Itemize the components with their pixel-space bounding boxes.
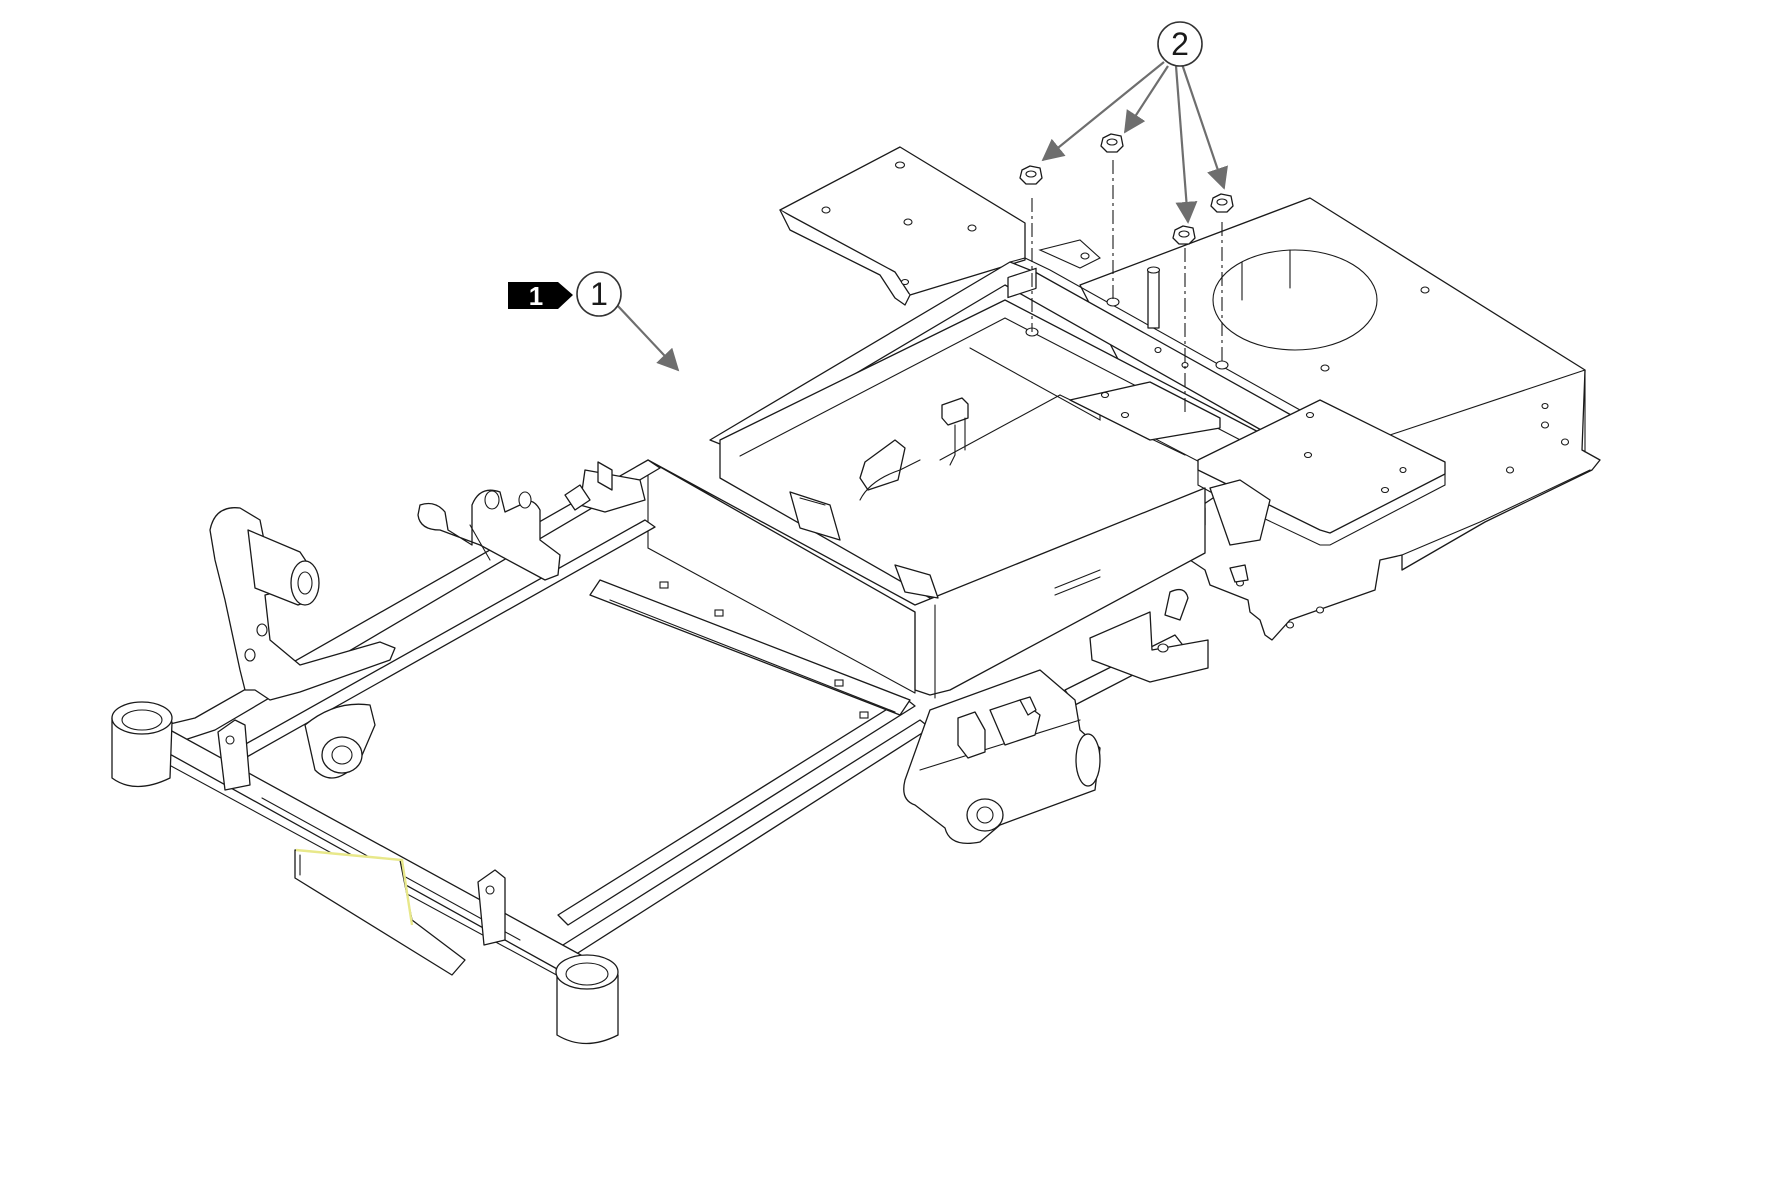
caster-post-left — [111, 701, 173, 788]
pump-opening — [1212, 249, 1378, 351]
pivot-arm — [903, 669, 1101, 845]
flange-nut-1 — [1019, 165, 1043, 185]
callout-marker-1: 1 — [508, 281, 573, 311]
flange-nut-2 — [1100, 133, 1124, 153]
right-side-parts — [1064, 399, 1446, 706]
flange-nut-4 — [1210, 193, 1234, 213]
balloon-2-label: 2 — [1171, 26, 1189, 62]
balloon-1-label: 1 — [590, 276, 608, 312]
stud — [1147, 269, 1160, 329]
lower-chassis — [111, 459, 931, 1045]
front-box-section — [647, 267, 1206, 699]
caster-post-right — [555, 954, 619, 1045]
flange-nut-3 — [1172, 225, 1196, 245]
balloon-2: 2 — [1157, 21, 1203, 67]
balloon-1: 1 — [576, 271, 622, 317]
marker-tag-label: 1 — [529, 281, 543, 311]
callout-leaders — [616, 61, 1228, 372]
flange-nuts — [1019, 133, 1234, 415]
